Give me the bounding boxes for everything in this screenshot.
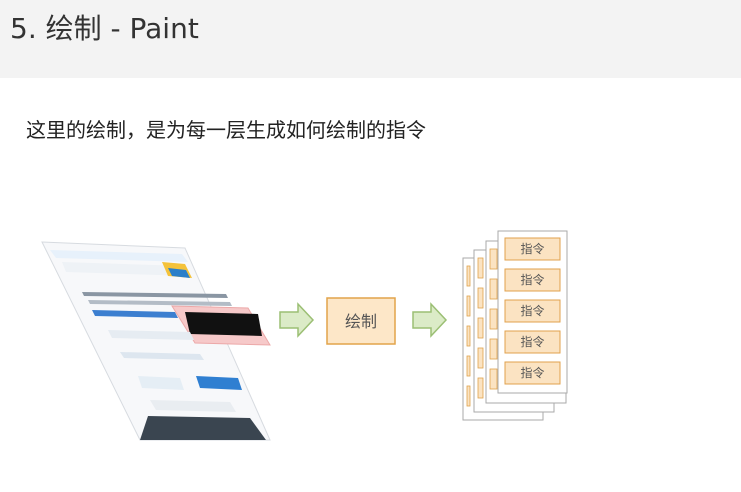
instruction-card: 指令 bbox=[504, 330, 561, 354]
instruction-card-label: 指令 bbox=[520, 334, 544, 349]
paint-step-label: 绘制 bbox=[345, 312, 377, 331]
instruction-card-label: 指令 bbox=[520, 365, 544, 380]
instruction-card-label: 指令 bbox=[520, 303, 544, 318]
instruction-card: 指令 bbox=[504, 237, 561, 261]
instruction-card: 指令 bbox=[504, 299, 561, 323]
arrow-right-icon bbox=[279, 302, 315, 338]
page-title: 5. 绘制 - Paint bbox=[10, 12, 199, 45]
instruction-card-label: 指令 bbox=[520, 241, 544, 256]
instruction-stack: 指令 指令 指令 指令 指令 bbox=[462, 230, 568, 421]
instruction-card-label: 指令 bbox=[520, 272, 544, 287]
arrow-right-icon bbox=[412, 302, 448, 338]
instruction-card: 指令 bbox=[504, 268, 561, 292]
intro-text: 这里的绘制，是为每一层生成如何绘制的指令 bbox=[26, 118, 426, 142]
paint-step: 绘制 bbox=[326, 297, 396, 345]
instruction-card: 指令 bbox=[504, 361, 561, 385]
header-bar: 5. 绘制 - Paint bbox=[0, 0, 741, 78]
webpage-layers-illustration bbox=[41, 241, 271, 441]
